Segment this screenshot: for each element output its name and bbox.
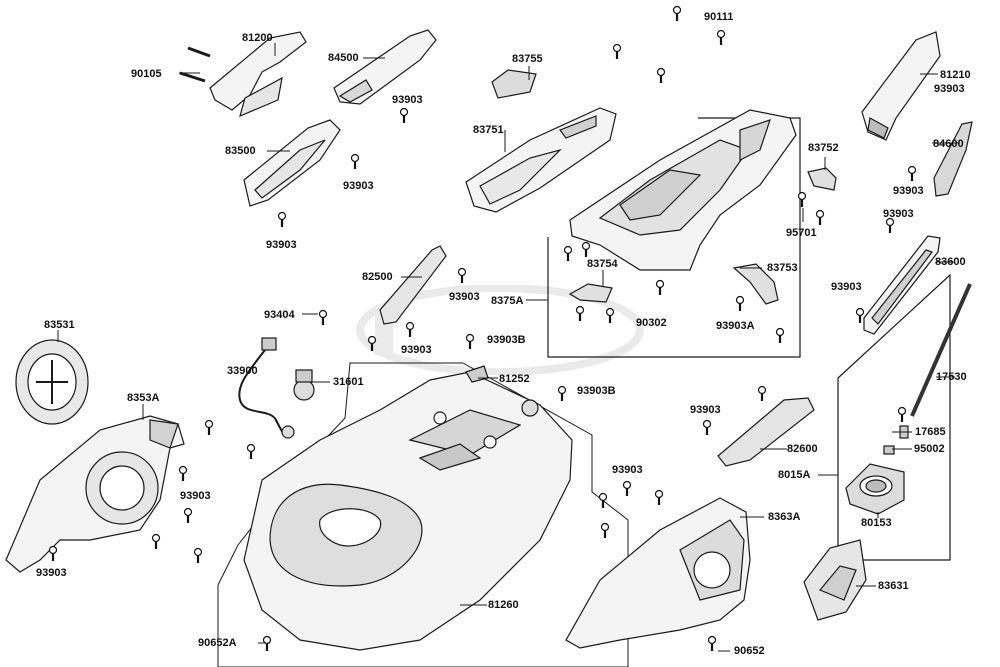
label-8015A: 8015A: [778, 469, 811, 481]
part-83753-bracket: [732, 263, 779, 305]
label-17530: 17530: [936, 371, 967, 383]
label-83631: 83631: [878, 580, 909, 592]
label-81200: 81200: [242, 32, 273, 44]
part-80153-filler-neck: [845, 463, 905, 515]
part-83500-cover: [243, 119, 341, 207]
label-90105: 90105: [131, 68, 162, 80]
label-8363A: 8363A: [768, 511, 801, 523]
label-95002: 95002: [914, 443, 945, 455]
label-93903: 93903: [36, 567, 67, 579]
label-93903: 93903: [690, 404, 721, 416]
label-90111: 90111: [704, 11, 734, 23]
part-83631-cover: [803, 539, 867, 621]
part-81210-rail: [861, 31, 941, 141]
label-93903: 93903: [831, 281, 862, 293]
part-31601-switch: [293, 369, 315, 401]
label-82600: 82600: [787, 443, 818, 455]
label-90652: 90652: [734, 645, 765, 657]
label-83755: 83755: [512, 53, 543, 65]
part-33900-harness: [238, 337, 295, 439]
part-82600-rail: [717, 397, 815, 467]
label-93903: 93903: [392, 94, 423, 106]
label-93903: 93903: [401, 344, 432, 356]
part-81252-cap: [521, 399, 539, 417]
label-83752: 83752: [808, 142, 839, 154]
label-93903: 93903: [883, 208, 914, 220]
group-box-8015A: [837, 273, 951, 561]
part-83752-bracket: [807, 167, 837, 191]
group-box-81260: [217, 362, 629, 667]
label-33900: 33900: [227, 365, 258, 377]
part-95002-clamp: [883, 445, 895, 455]
part-90105-bolts: [179, 46, 211, 83]
label-83753: 83753: [767, 262, 798, 274]
label-81210: 81210: [940, 69, 971, 81]
label-80153: 80153: [861, 517, 892, 529]
label-95701: 95701: [786, 227, 817, 239]
part-83754-bracket: [568, 283, 613, 303]
label-8375A: 8375A: [491, 295, 524, 307]
label-84600: 84600: [933, 138, 964, 150]
label-31601: 31601: [333, 376, 364, 388]
label-81252: 81252: [499, 373, 530, 385]
label-90652A: 90652A: [198, 637, 237, 649]
label-93903B: 93903B: [577, 385, 616, 397]
part-83755-clip: [491, 69, 537, 99]
label-82500: 82500: [362, 271, 393, 283]
label-81260: 81260: [488, 599, 519, 611]
label-93903: 93903: [612, 464, 643, 476]
label-17685: 17685: [915, 426, 946, 438]
part-81200-bracket: [209, 31, 307, 118]
label-93903: 93903: [180, 490, 211, 502]
label-93903: 93903: [934, 83, 965, 95]
part-84500-cover: [333, 29, 437, 105]
part-8363A-side-cover: [565, 497, 751, 649]
part-17530-rod: [910, 283, 972, 417]
label-83500: 83500: [225, 145, 256, 157]
part-8375A-rear-frame: [569, 109, 797, 271]
label-83600: 83600: [935, 256, 966, 268]
part-83600-side-rail: [863, 235, 941, 335]
label-93903: 93903: [449, 291, 480, 303]
label-83531: 83531: [44, 319, 75, 331]
part-83751-panel: [465, 107, 617, 213]
label-83751: 83751: [473, 124, 504, 136]
part-82500-rail: [379, 245, 447, 325]
part-84600-cover: [933, 121, 973, 197]
label-93404: 93404: [264, 309, 295, 321]
label-93903A: 93903A: [716, 320, 755, 332]
part-8353A-side-cover: [5, 415, 185, 573]
part-83531-round-cover: [15, 339, 89, 425]
label-93903: 93903: [266, 239, 297, 251]
part-81260-luggage-box: [243, 371, 573, 651]
label-84500: 84500: [328, 52, 359, 64]
label-93903: 93903: [343, 180, 374, 192]
label-93903: 93903: [893, 185, 924, 197]
label-83754: 83754: [587, 258, 618, 270]
label-8353A: 8353A: [127, 392, 160, 404]
label-93903B: 93903B: [487, 334, 526, 346]
label-90302: 90302: [636, 317, 667, 329]
